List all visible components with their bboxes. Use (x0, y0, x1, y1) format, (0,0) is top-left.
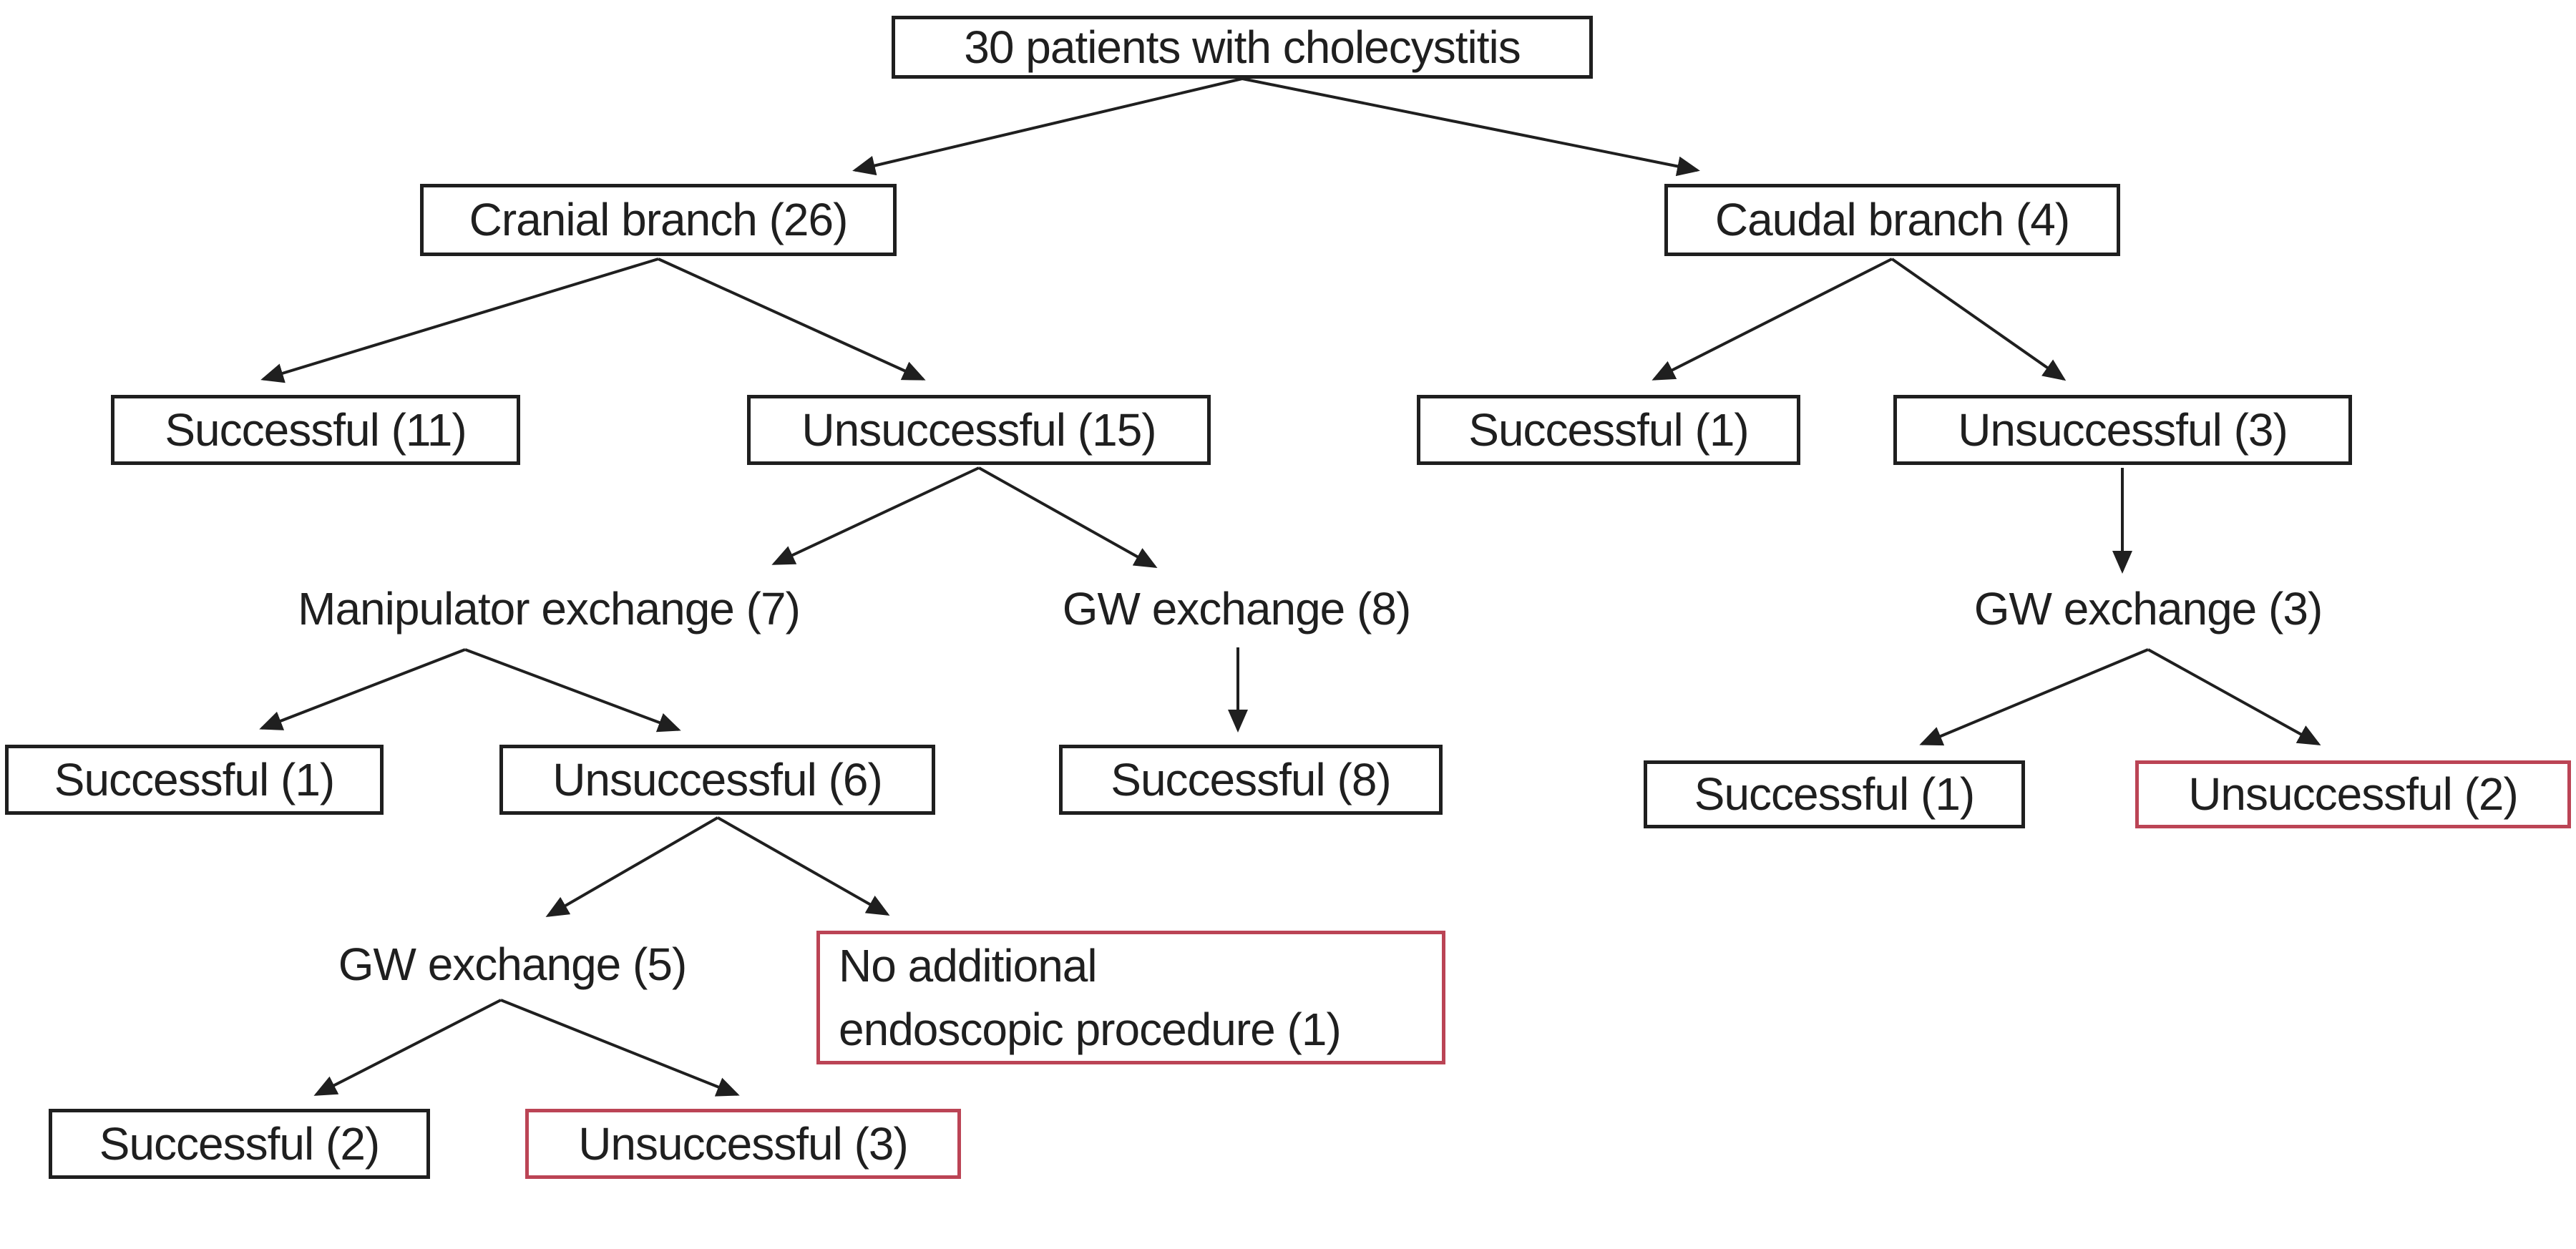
node-root-label: 30 patients with cholecystitis (964, 21, 1521, 73)
arrow-root-to-cranial (852, 77, 1243, 176)
arrow-unsuccessful15-to-manipulator-exchange (771, 466, 980, 565)
node-caudal-unsuccessful-label: Unsuccessful (3) (1958, 403, 2288, 456)
arrow-unsuccessful6-to-no-additional (717, 816, 890, 916)
node-cranial-unsuccessful: Unsuccessful (15) (747, 395, 1211, 465)
node-no-additional-procedure: No additional endoscopic procedure (1) (816, 931, 1445, 1064)
node-root: 30 patients with cholecystitis (892, 16, 1593, 79)
node-gw3-successful: Successful (1) (1644, 760, 2025, 828)
node-gw-exchange-8-label: GW exchange (8) (1062, 582, 1412, 635)
node-no-additional-procedure-line2: endoscopic procedure (1) (839, 1003, 1342, 1055)
node-cranial-branch-label: Cranial branch (26) (469, 194, 849, 246)
node-gw-exchange-5: GW exchange (5) (301, 938, 724, 990)
node-gw3-unsuccessful: Unsuccessful (2) (2135, 760, 2571, 828)
arrow-gw-exchange-5-to-unsuccessful (500, 999, 740, 1097)
node-cranial-successful-label: Successful (11) (165, 403, 467, 456)
node-caudal-branch-label: Caudal branch (4) (1714, 194, 2070, 246)
arrow-root-to-caudal (1241, 77, 1700, 177)
node-cranial-unsuccessful-label: Unsuccessful (15) (801, 403, 1156, 456)
node-gw-exchange-3-label: GW exchange (3) (1974, 582, 2323, 635)
arrow-gw-exchange-3-to-unsuccessful (2147, 648, 2321, 745)
arrow-unsuccessful15-to-gw-exchange-8 (978, 466, 1158, 568)
arrow-cranial-to-unsuccessful (658, 258, 926, 381)
node-caudal-successful-label: Successful (1) (1468, 403, 1749, 456)
node-manipulator-successful: Successful (1) (5, 745, 384, 815)
node-caudal-successful: Successful (1) (1417, 395, 1800, 465)
arrow-manipulator-to-successful (259, 648, 466, 730)
node-manipulator-exchange-label: Manipulator exchange (7) (298, 582, 801, 635)
arrow-manipulator-to-unsuccessful (464, 648, 681, 733)
node-caudal-branch: Caudal branch (4) (1664, 184, 2120, 256)
node-gw5-unsuccessful-label: Unsuccessful (3) (578, 1117, 909, 1170)
node-manipulator-exchange: Manipulator exchange (7) (243, 582, 854, 635)
node-cranial-successful: Successful (11) (111, 395, 520, 465)
node-gw3-successful-label: Successful (1) (1694, 768, 1975, 821)
arrow-cranial-to-successful (260, 258, 659, 383)
node-cranial-branch: Cranial branch (26) (420, 184, 897, 256)
node-no-additional-procedure-line1: No additional (839, 940, 1098, 992)
arrow-caudal-to-unsuccessful (1890, 258, 2067, 381)
node-caudal-unsuccessful: Unsuccessful (3) (1893, 395, 2352, 465)
node-gw-exchange-5-label: GW exchange (5) (338, 938, 688, 990)
arrow-gw-exchange-5-to-successful (313, 999, 502, 1096)
node-manipulator-unsuccessful: Unsuccessful (6) (499, 745, 935, 815)
node-gw-exchange-3: GW exchange (3) (1955, 582, 2341, 635)
node-gw8-successful-label: Successful (8) (1111, 753, 1391, 805)
node-manipulator-unsuccessful-label: Unsuccessful (6) (552, 753, 883, 805)
node-gw5-unsuccessful: Unsuccessful (3) (525, 1109, 961, 1179)
node-gw5-successful: Successful (2) (49, 1109, 430, 1179)
arrow-caudal-to-successful (1652, 258, 1893, 381)
arrow-gw-exchange-3-to-successful (1919, 648, 2149, 746)
node-gw8-successful: Successful (8) (1059, 745, 1443, 815)
arrow-unsuccessful6-to-gw-exchange-5 (545, 816, 719, 918)
node-gw-exchange-8: GW exchange (8) (1043, 582, 1430, 635)
node-manipulator-successful-label: Successful (1) (54, 753, 335, 805)
node-gw3-unsuccessful-label: Unsuccessful (2) (2188, 768, 2519, 821)
node-gw5-successful-label: Successful (2) (99, 1117, 380, 1170)
